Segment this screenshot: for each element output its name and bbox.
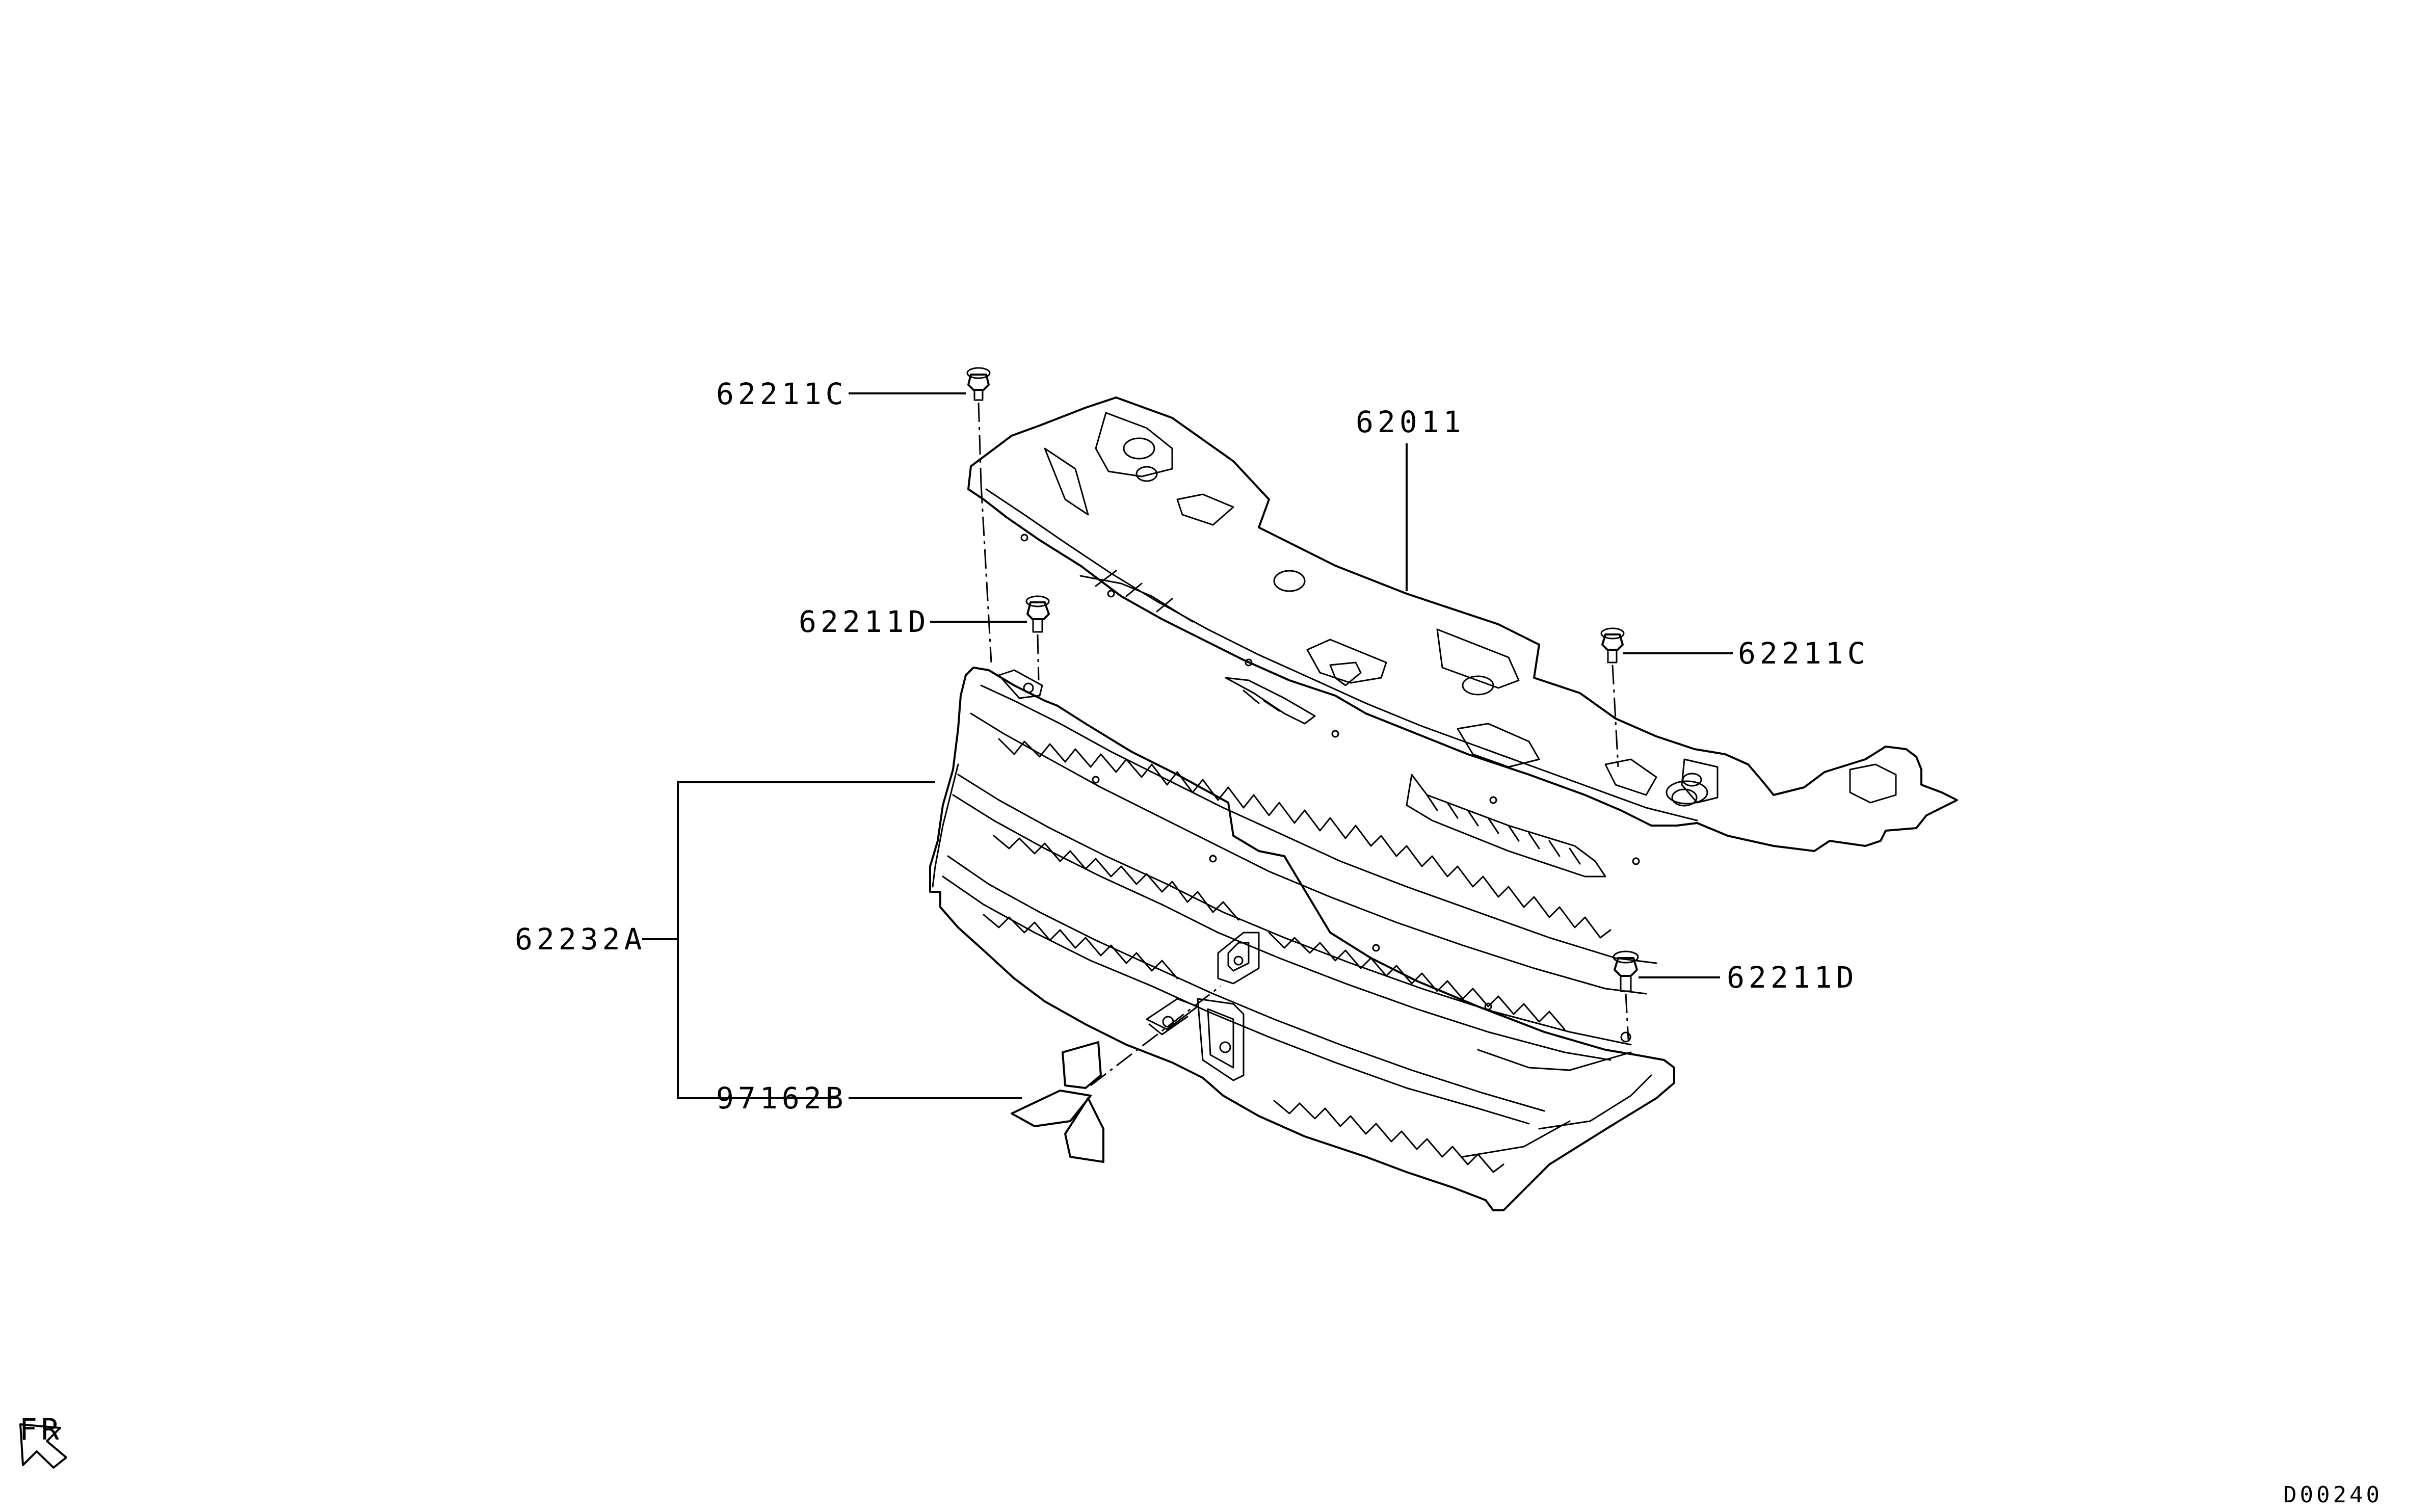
- callout-62211d-mid-left: 62211D: [799, 604, 930, 639]
- front-direction-arrow-icon: [19, 1423, 67, 1469]
- callout-62011: 62011: [1356, 405, 1465, 439]
- clip-right-lower: [1613, 950, 1639, 992]
- callout-62211c-top-left: 62211C: [716, 377, 848, 411]
- callout-62211c-right: 62211C: [1738, 636, 1869, 671]
- clip-top-left: [966, 367, 991, 401]
- alignment-lines: [978, 402, 1629, 1086]
- clip-mid-left: [1025, 595, 1050, 633]
- direction-label: FR: [19, 1412, 63, 1447]
- front-grille-part: [929, 667, 1675, 1211]
- emblem-part: [1011, 1041, 1104, 1163]
- callout-62211d-right: 62211D: [1727, 960, 1858, 995]
- callout-62232a: 62232A: [515, 922, 646, 957]
- diagram-code: D00240: [2283, 1482, 2383, 1508]
- clip-right-upper: [1600, 627, 1625, 664]
- leader-lines: [642, 392, 1733, 1099]
- callout-97162b: 97162B: [716, 1081, 848, 1116]
- upper-cover-part: [967, 396, 1958, 878]
